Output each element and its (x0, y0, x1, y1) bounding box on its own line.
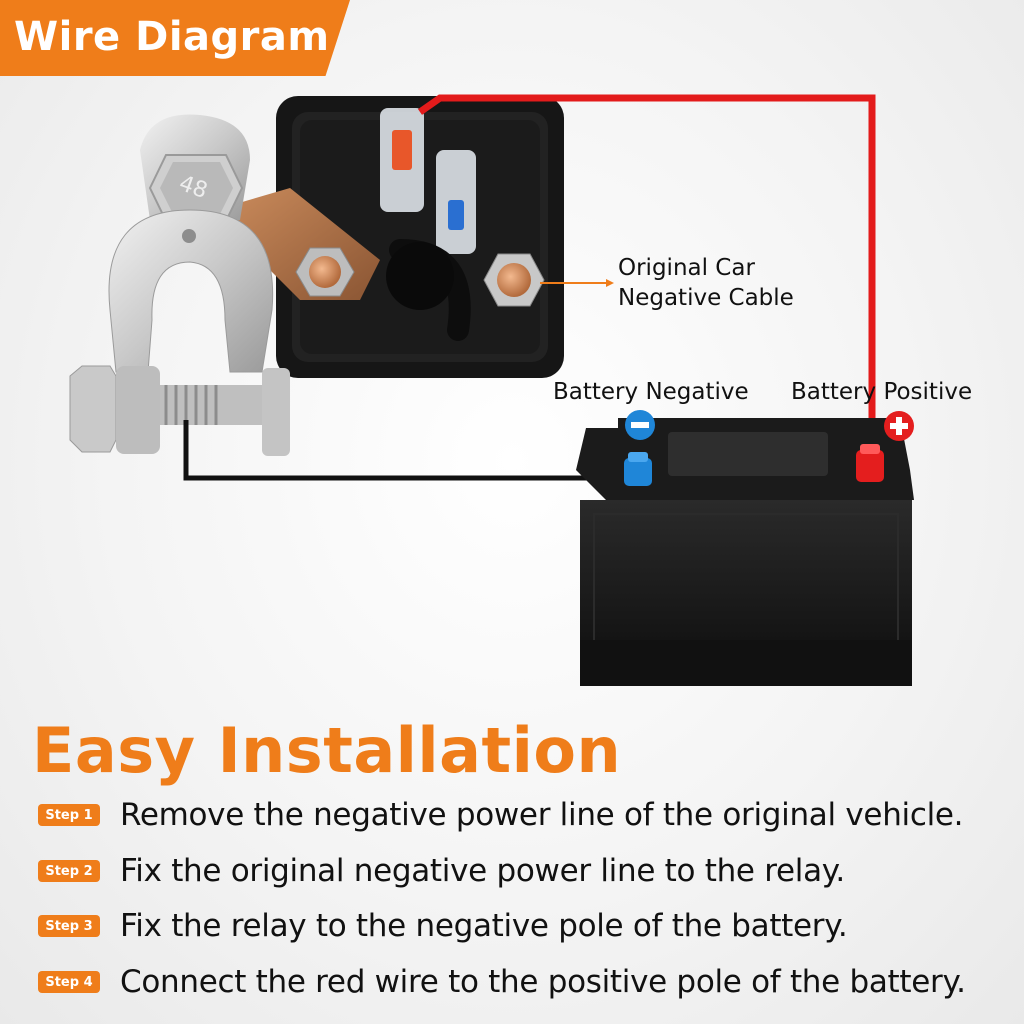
relay-stud-right (483, 253, 545, 307)
relay-stud-left (295, 247, 355, 297)
step-text: Fix the original negative power line to … (120, 853, 845, 889)
fuse-connectors (380, 108, 476, 254)
original-cable-label-line2: Negative Cable (618, 285, 794, 311)
step-row: Step 1 Remove the negative power line of… (38, 795, 964, 835)
step-text: Connect the red wire to the positive pol… (120, 964, 966, 1000)
title-banner (0, 0, 350, 76)
step-row: Step 4 Connect the red wire to the posit… (38, 962, 966, 1002)
original-cable-label: Original Car Negative Cable (618, 253, 794, 313)
step-row: Step 2 Fix the original negative power l… (38, 851, 845, 891)
minus-icon (625, 410, 655, 440)
battery (576, 418, 914, 686)
page-title: Wire Diagram (14, 14, 330, 60)
relay-grommet (386, 242, 454, 310)
section-heading: Easy Installation (32, 714, 622, 787)
step-badge: Step 1 (38, 804, 100, 826)
battery-negative-label: Battery Negative (553, 379, 749, 405)
step-text: Remove the negative power line of the or… (120, 797, 964, 833)
step-badge: Step 3 (38, 915, 100, 937)
black-wire (183, 420, 640, 481)
red-wire (417, 94, 876, 448)
callout-arrow (606, 279, 614, 287)
wire-diagram: 48 (69, 94, 914, 686)
step-badge: Step 4 (38, 971, 100, 993)
step-text: Fix the relay to the negative pole of th… (120, 908, 848, 944)
original-cable-label-line1: Original Car (618, 255, 755, 281)
step-badge: Step 2 (38, 860, 100, 882)
battery-terminal-clamp (69, 114, 290, 456)
plus-icon (884, 411, 914, 441)
battery-positive-label: Battery Positive (791, 379, 973, 405)
step-row: Step 3 Fix the relay to the negative pol… (38, 906, 848, 946)
